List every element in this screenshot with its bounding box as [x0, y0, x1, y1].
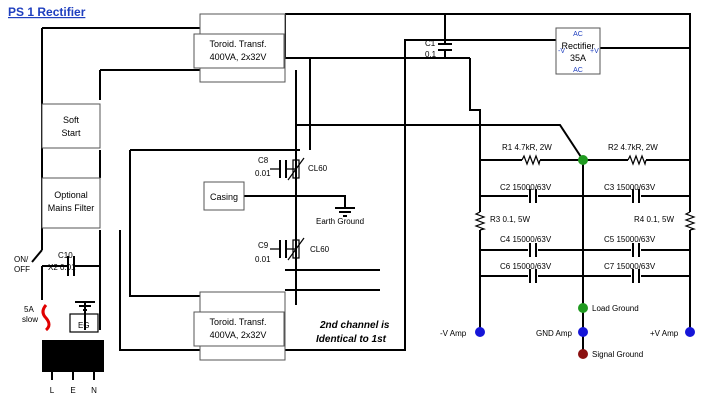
capacitor-c6: C6 15000/63V [500, 262, 552, 284]
capacitor-c1: C1 0.1 [425, 39, 452, 59]
capacitor-c8: C8 0.01 [255, 156, 296, 178]
signal-ground-node [578, 349, 588, 359]
svg-text:X2 0.01: X2 0.01 [48, 263, 76, 272]
capacitor-c3: C3 15000/63V [604, 183, 656, 204]
svg-text:C6 15000/63V: C6 15000/63V [500, 262, 552, 271]
fuse-5a: 5A slow [22, 304, 51, 332]
resistor-r4: R4 0.1, 5W [634, 211, 697, 231]
mains-plug: L E N [42, 340, 104, 395]
svg-text:35A: 35A [570, 53, 586, 63]
svg-text:0.1: 0.1 [425, 50, 437, 59]
rectifier-block: AC AC -V +V Rectifier 35A [555, 27, 601, 75]
channel-note-line1: 2nd channel is [319, 320, 390, 331]
plus-v-amp-node [685, 327, 695, 337]
svg-text:Toroid. Transf.: Toroid. Transf. [209, 39, 266, 49]
transformer-bottom: Toroid. Transf. 400VA, 2x32V [193, 291, 286, 361]
svg-text:AC: AC [573, 31, 583, 38]
mains-filter-block: Optional Mains Filter [41, 177, 101, 229]
svg-text:Casing: Casing [210, 192, 238, 202]
svg-text:L: L [50, 386, 55, 395]
eg-ground: EG [69, 301, 99, 333]
svg-text:AC: AC [573, 67, 583, 74]
svg-text:CL60: CL60 [308, 164, 328, 173]
svg-text:0.01: 0.01 [255, 255, 271, 264]
svg-text:C1: C1 [425, 39, 436, 48]
svg-text:EG: EG [78, 321, 90, 330]
svg-text:400VA, 2x32V: 400VA, 2x32V [210, 330, 267, 340]
svg-text:E: E [70, 386, 75, 395]
capacitor-c2: C2 15000/63V [500, 183, 552, 204]
center-node [578, 155, 588, 165]
resistor-r2: R2 4.7kR, 2W [608, 143, 658, 167]
svg-text:C10: C10 [58, 251, 73, 260]
earth-ground-symbol: Earth Ground [316, 207, 364, 226]
capacitor-c10: C10 X2 0.01 [42, 251, 100, 276]
load-ground-node [578, 303, 588, 313]
svg-text:+V: +V [590, 48, 599, 55]
casing-block: Casing [203, 181, 245, 211]
svg-text:Rectifier: Rectifier [561, 41, 594, 51]
page-title: PS 1 Rectifier [8, 5, 86, 19]
minus-v-amp-node [475, 327, 485, 337]
svg-text:Earth Ground: Earth Ground [316, 217, 364, 226]
signal-ground-label: Signal Ground [592, 350, 643, 359]
capacitor-c9: C9 0.01 [255, 240, 296, 264]
svg-text:Toroid. Transf.: Toroid. Transf. [209, 317, 266, 327]
svg-text:C2 15000/63V: C2 15000/63V [500, 183, 552, 192]
svg-text:C8: C8 [258, 156, 269, 165]
svg-text:-V: -V [558, 48, 565, 55]
svg-text:Optional: Optional [54, 190, 88, 200]
svg-text:N: N [91, 386, 97, 395]
load-ground-label: Load Ground [592, 304, 639, 313]
svg-text:C7 15000/63V: C7 15000/63V [604, 262, 656, 271]
minus-v-amp-label: -V Amp [440, 329, 467, 338]
svg-text:R1 4.7kR, 2W: R1 4.7kR, 2W [502, 143, 552, 152]
svg-text:ON/: ON/ [14, 255, 29, 264]
resistor-r3: R3 0.1, 5W [474, 211, 530, 231]
svg-text:C3 15000/63V: C3 15000/63V [604, 183, 656, 192]
svg-text:0.01: 0.01 [255, 169, 271, 178]
resistor-r1: R1 4.7kR, 2W [502, 143, 552, 167]
gnd-amp-label: GND Amp [536, 329, 573, 338]
thermistor-cl60-b: CL60 [287, 237, 330, 261]
svg-text:R4 0.1, 5W: R4 0.1, 5W [634, 215, 674, 224]
svg-text:C5 15000/63V: C5 15000/63V [604, 235, 656, 244]
svg-text:C4 15000/63V: C4 15000/63V [500, 235, 552, 244]
svg-text:400VA, 2x32V: 400VA, 2x32V [210, 52, 267, 62]
thermistor-cl60-a: CL60 [287, 157, 328, 181]
gnd-amp-node [578, 327, 588, 337]
capacitor-c5: C5 15000/63V [604, 235, 656, 258]
plus-v-amp-label: +V Amp [650, 329, 679, 338]
soft-start-block: Soft Start [41, 103, 101, 149]
svg-text:R2 4.7kR, 2W: R2 4.7kR, 2W [608, 143, 658, 152]
svg-text:OFF: OFF [14, 265, 30, 274]
svg-text:C9: C9 [258, 241, 269, 250]
svg-text:Soft: Soft [63, 115, 80, 125]
svg-text:Mains Filter: Mains Filter [48, 203, 95, 213]
svg-text:Start: Start [61, 128, 81, 138]
transformer-top: Toroid. Transf. 400VA, 2x32V [193, 13, 286, 83]
svg-text:5A: 5A [24, 305, 34, 314]
capacitor-c7: C7 15000/63V [604, 262, 656, 284]
on-off-switch: ON/ OFF [14, 249, 43, 300]
svg-text:CL60: CL60 [310, 245, 330, 254]
channel-note-line2: Identical to 1st [316, 334, 387, 345]
capacitor-c4: C4 15000/63V [500, 235, 552, 258]
svg-text:R3 0.1, 5W: R3 0.1, 5W [490, 215, 530, 224]
svg-text:slow: slow [22, 315, 38, 324]
